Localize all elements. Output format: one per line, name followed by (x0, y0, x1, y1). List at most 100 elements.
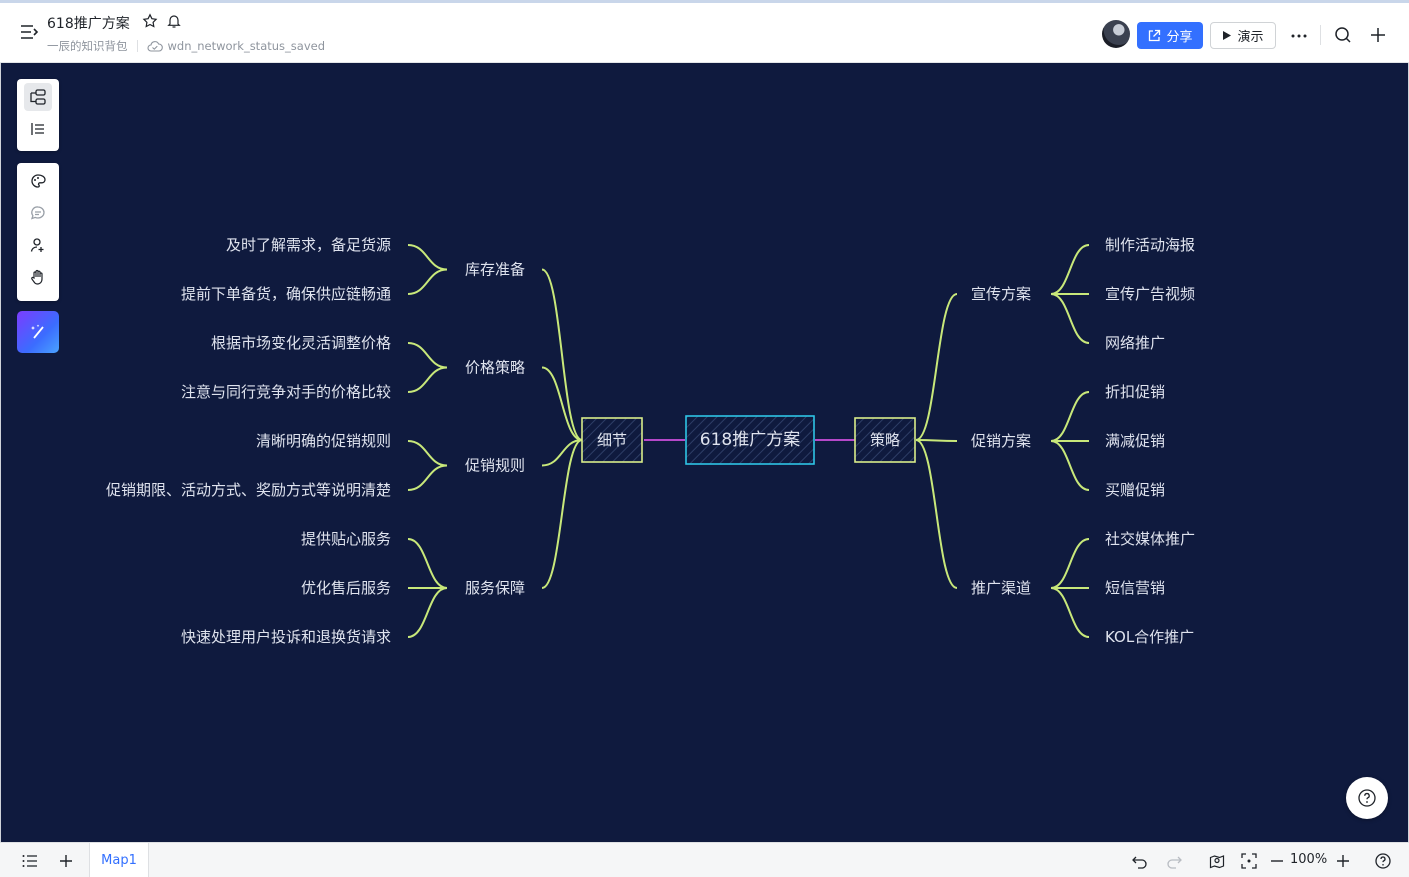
cloud-saved-icon (147, 41, 163, 52)
root-node-box (685, 415, 815, 465)
group-node[interactable]: 价格策略 (465, 359, 525, 377)
redo-icon[interactable] (1165, 852, 1183, 870)
leaf-node[interactable]: 网络推广 (1105, 334, 1165, 352)
leaf-node[interactable]: 促销期限、活动方式、奖励方式等说明清楚 (106, 481, 391, 499)
group-node[interactable]: 促销规则 (465, 457, 525, 475)
doc-title[interactable]: 618推广方案 (47, 16, 130, 32)
comment-button[interactable] (24, 199, 52, 227)
header-divider (1320, 25, 1321, 45)
branch-link (407, 440, 448, 467)
sheet-list-icon[interactable] (21, 852, 39, 870)
leaf-node[interactable]: 根据市场变化灵活调整价格 (211, 334, 391, 352)
leaf-node[interactable]: 制作活动海报 (1105, 236, 1195, 254)
group-node[interactable]: 库存准备 (465, 261, 525, 279)
branch-node-right-box (854, 417, 916, 463)
more-icon[interactable] (1288, 25, 1310, 47)
leaf-node[interactable]: 优化售后服务 (301, 579, 391, 597)
group-node[interactable]: 推广渠道 (971, 579, 1031, 597)
outline-button[interactable] (24, 115, 52, 143)
group-node[interactable]: 促销方案 (971, 432, 1031, 450)
locate-icon[interactable] (1208, 852, 1226, 870)
star-icon[interactable] (142, 13, 158, 29)
top-header: 618推广方案 一辰的知识背包 wdn_network_status_saved… (0, 0, 1409, 63)
help-icon (1358, 789, 1376, 807)
group-node[interactable]: 服务保障 (465, 579, 525, 597)
branch-link (1050, 391, 1090, 442)
leaf-node[interactable]: 提供贴心服务 (301, 530, 391, 548)
zoom-level[interactable]: 100% (1290, 852, 1328, 867)
branch-link (1050, 587, 1090, 638)
help-icon[interactable] (1374, 852, 1392, 870)
branch-node-right[interactable]: 策略 (854, 417, 916, 463)
leaf-node[interactable]: 社交媒体推广 (1105, 530, 1195, 548)
structure-button[interactable] (24, 83, 52, 111)
zoom-out-icon[interactable] (1268, 852, 1286, 870)
theme-button[interactable] (24, 167, 52, 195)
comment-icon (30, 206, 45, 220)
branch-link (1050, 538, 1090, 589)
menu-expand-icon[interactable] (18, 21, 40, 43)
branch-link (407, 342, 448, 369)
leaf-node[interactable]: 折扣促销 (1105, 383, 1165, 401)
outline-icon (31, 123, 44, 135)
share-button[interactable]: 分享 (1137, 22, 1203, 49)
present-button[interactable]: 演示 (1210, 22, 1276, 49)
leaf-node[interactable]: 提前下单备货，确保供应链畅通 (181, 285, 391, 303)
present-label: 演示 (1237, 30, 1264, 45)
fit-screen-icon[interactable] (1240, 852, 1258, 870)
branch-link (915, 293, 958, 441)
view-toolbar (17, 79, 59, 151)
bell-icon[interactable] (166, 13, 182, 29)
tool-toolbar (17, 163, 59, 301)
breadcrumb[interactable]: 一辰的知识背包 (47, 39, 128, 53)
theme-icon (31, 174, 46, 188)
avatar[interactable] (1102, 20, 1130, 48)
new-icon[interactable] (1368, 25, 1388, 45)
root-node[interactable]: 618推广方案 (685, 415, 815, 465)
add-sheet-icon[interactable] (57, 852, 75, 870)
collaborator-button[interactable] (24, 231, 52, 259)
leaf-node[interactable]: 买赠促销 (1105, 481, 1165, 499)
ai-assistant-button[interactable] (17, 311, 59, 353)
zoom-in-icon[interactable] (1334, 852, 1352, 870)
branch-link (541, 366, 583, 441)
search-icon[interactable] (1333, 25, 1353, 45)
leaf-node[interactable]: 清晰明确的促销规则 (256, 432, 391, 450)
branch-node-right-label: 策略 (870, 431, 900, 449)
sheet-tab-map1[interactable]: Map1 (89, 843, 149, 877)
help-button[interactable] (1346, 777, 1388, 819)
bottom-bar: Map1 100% (0, 842, 1409, 877)
branch-link (1050, 440, 1090, 491)
branch-link (541, 439, 583, 467)
mindmap-canvas[interactable]: 及时了解需求，备足货源提前下单备货，确保供应链畅通 库存准备根据市场变化灵活调整价… (0, 63, 1409, 842)
branch-link (1050, 293, 1090, 344)
group-node[interactable]: 宣传方案 (971, 285, 1031, 303)
branch-link (407, 366, 448, 393)
branch-link (407, 587, 448, 638)
leaf-node[interactable]: 宣传广告视频 (1105, 285, 1195, 303)
branch-link (407, 268, 448, 295)
leaf-node[interactable]: 快速处理用户投诉和退换货请求 (181, 628, 391, 646)
doc-subline: 一辰的知识背包 wdn_network_status_saved (47, 38, 325, 54)
undo-icon[interactable] (1131, 852, 1149, 870)
divider (136, 40, 138, 52)
leaf-node[interactable]: 注意与同行竞争对手的价格比较 (181, 383, 391, 401)
save-status: wdn_network_status_saved (167, 39, 326, 53)
leaf-node[interactable]: 满减促销 (1105, 432, 1165, 450)
branch-node-left-label: 细节 (597, 431, 627, 449)
hand-tool-button[interactable] (24, 263, 52, 291)
ai-magic-icon (31, 324, 44, 339)
leaf-node[interactable]: 短信营销 (1105, 579, 1165, 597)
root-node-label: 618推广方案 (700, 430, 800, 450)
collaborator-icon (30, 238, 44, 252)
leaf-node[interactable]: 及时了解需求，备足货源 (226, 236, 391, 254)
branch-link (541, 439, 583, 589)
play-icon (1223, 31, 1232, 40)
hand-icon (31, 269, 43, 285)
leaf-node[interactable]: KOL合作推广 (1105, 628, 1194, 646)
branch-link (915, 439, 958, 589)
branch-link (407, 244, 448, 271)
branch-node-left[interactable]: 细节 (581, 417, 643, 463)
